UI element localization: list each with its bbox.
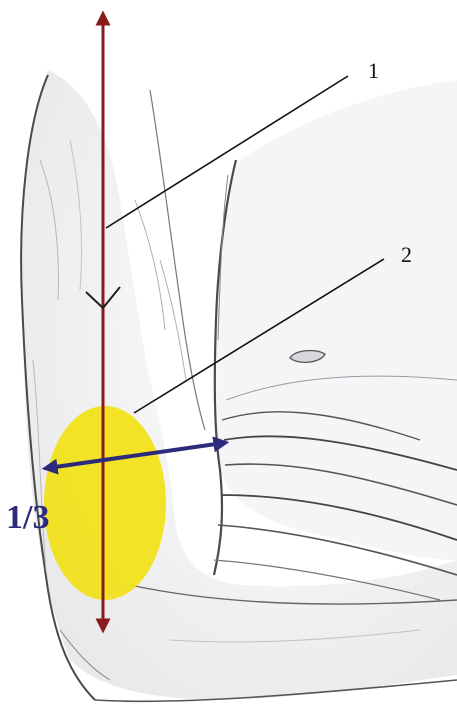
fraction-label: 1/3 xyxy=(6,499,49,536)
arm-hatch-3 xyxy=(135,200,165,330)
chest-shading xyxy=(216,80,457,560)
arm-and-chest-sketch xyxy=(21,70,457,701)
arm-inner-contour xyxy=(150,90,205,430)
callout-label-1: 1 xyxy=(368,58,379,83)
marked-zone-oval xyxy=(44,406,166,600)
callout-label-2: 2 xyxy=(401,242,412,267)
